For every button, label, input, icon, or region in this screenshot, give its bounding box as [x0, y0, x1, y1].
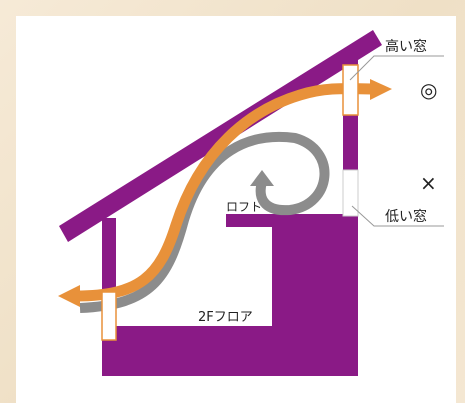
high-window-leader — [349, 55, 444, 81]
cool-air-flow — [79, 132, 330, 313]
high-window-label: 高い窓 — [385, 38, 427, 55]
good-mark: ◎ — [420, 78, 437, 102]
warm-air-arrowhead-out — [370, 79, 392, 100]
floor-label: 2Fフロア — [198, 310, 253, 325]
low-window-right — [342, 169, 359, 217]
loft-label: ロフト — [226, 200, 262, 214]
low-window-leader — [351, 205, 444, 227]
low-window-label: 低い窓 — [385, 208, 427, 225]
low-window-left — [101, 291, 117, 341]
house-structure — [59, 30, 382, 376]
cool-air-path — [79, 132, 330, 313]
bad-mark: × — [420, 171, 437, 195]
warm-air-flow — [58, 79, 392, 307]
cool-air-arrowhead — [250, 170, 274, 186]
high-window — [342, 64, 359, 116]
roof — [59, 30, 382, 242]
warm-air-path — [75, 83, 373, 302]
warm-air-arrowhead-in — [58, 285, 80, 307]
floor-slab — [102, 326, 358, 376]
